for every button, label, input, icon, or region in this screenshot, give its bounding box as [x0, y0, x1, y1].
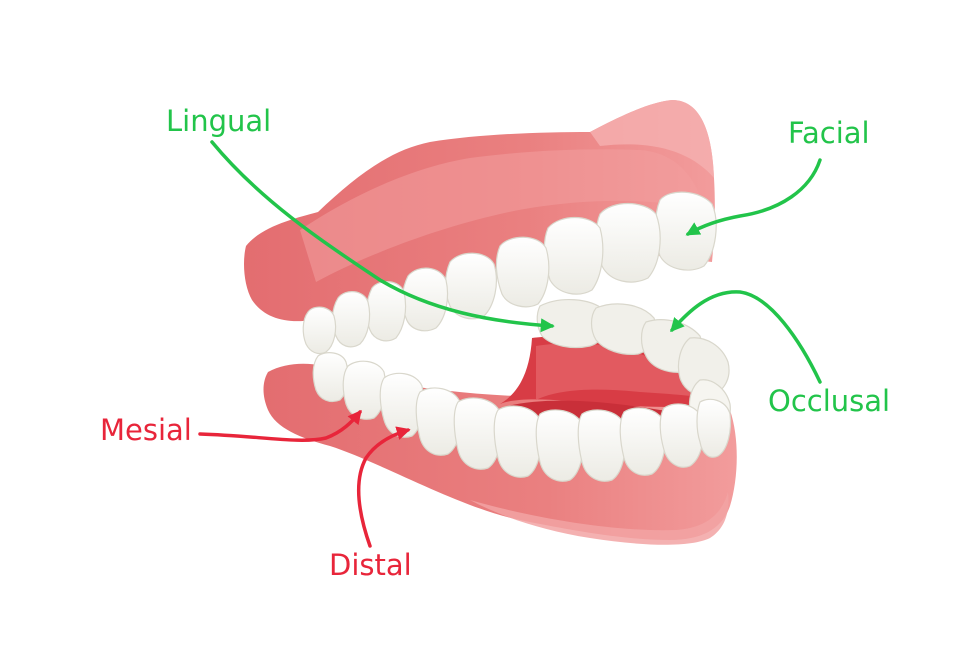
lower-gum-front	[470, 492, 729, 545]
upper-gum-highlight	[300, 149, 700, 282]
mesial-label: Mesial	[100, 413, 192, 447]
arrows	[198, 140, 822, 548]
facial-label: Facial	[788, 116, 870, 150]
upper-tooth-2	[595, 203, 661, 283]
lower-molar-1	[536, 299, 607, 349]
mesial-arrow	[198, 409, 362, 442]
upper-tooth-8	[331, 291, 371, 348]
distal-label: Distal	[329, 548, 412, 582]
upper-teeth	[302, 191, 717, 355]
upper-tooth-4	[495, 236, 550, 308]
upper-tooth-3	[543, 217, 604, 295]
lower-teeth	[312, 352, 732, 482]
lower-tooth-3	[379, 372, 425, 438]
lower-tooth-1	[312, 352, 349, 403]
lower-tooth-11	[696, 398, 732, 458]
upper-tooth-9	[302, 306, 337, 355]
lower-tooth-9	[619, 407, 667, 476]
lower-tooth-2	[342, 360, 387, 420]
lingual-label: Lingual	[166, 104, 272, 138]
occlusal-label: Occlusal	[768, 384, 891, 418]
upper-gum-ridge	[590, 100, 714, 178]
upper-tooth-1	[654, 191, 717, 271]
lower-tooth-7	[535, 409, 585, 482]
occlusal-arrow	[670, 290, 822, 384]
distal-arrow	[357, 426, 411, 548]
lower-molar-2	[590, 303, 657, 355]
lower-tooth-10	[659, 403, 705, 468]
tongue	[536, 343, 718, 400]
lower-tooth-8	[577, 409, 627, 482]
upper-tooth-6	[401, 267, 449, 332]
facial-arrow	[685, 158, 822, 236]
lower-tooth-6	[493, 405, 543, 478]
lingual-arrow	[210, 140, 555, 333]
lower-tooth-5	[453, 397, 503, 470]
lower-tooth-4	[415, 387, 463, 456]
